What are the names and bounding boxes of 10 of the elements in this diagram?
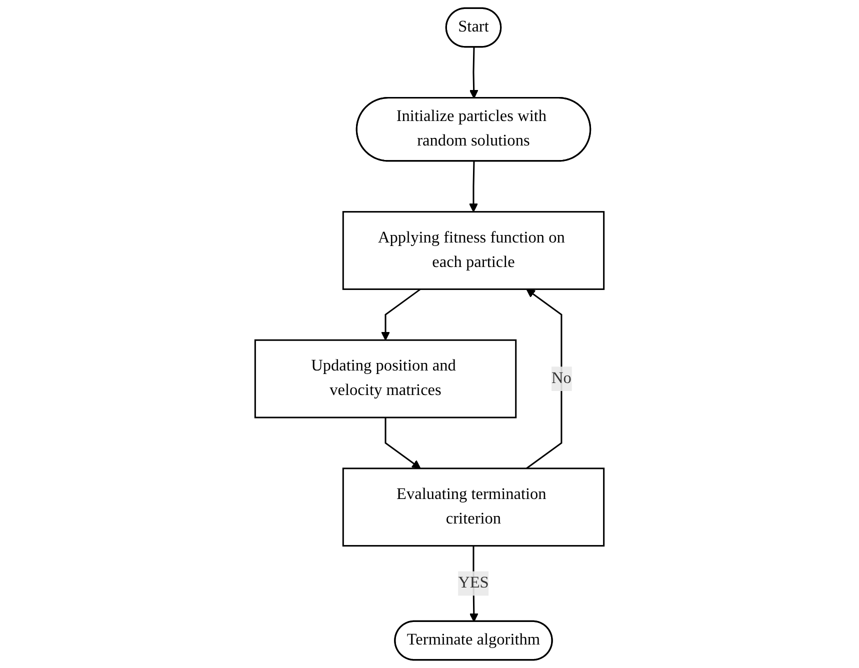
- node-box: Evaluating termination criterion: [342, 468, 605, 547]
- arrow: [381, 288, 421, 341]
- arrow: [526, 288, 562, 470]
- node-box: Updating position and velocity matrices: [254, 339, 517, 418]
- edge-label: YES: [458, 574, 489, 592]
- arrow: [384, 418, 421, 469]
- edge-label: No: [551, 370, 572, 387]
- arrow: [469, 161, 478, 212]
- node-box: Applying fitness function on each particle: [342, 211, 605, 290]
- arrow: [469, 47, 478, 99]
